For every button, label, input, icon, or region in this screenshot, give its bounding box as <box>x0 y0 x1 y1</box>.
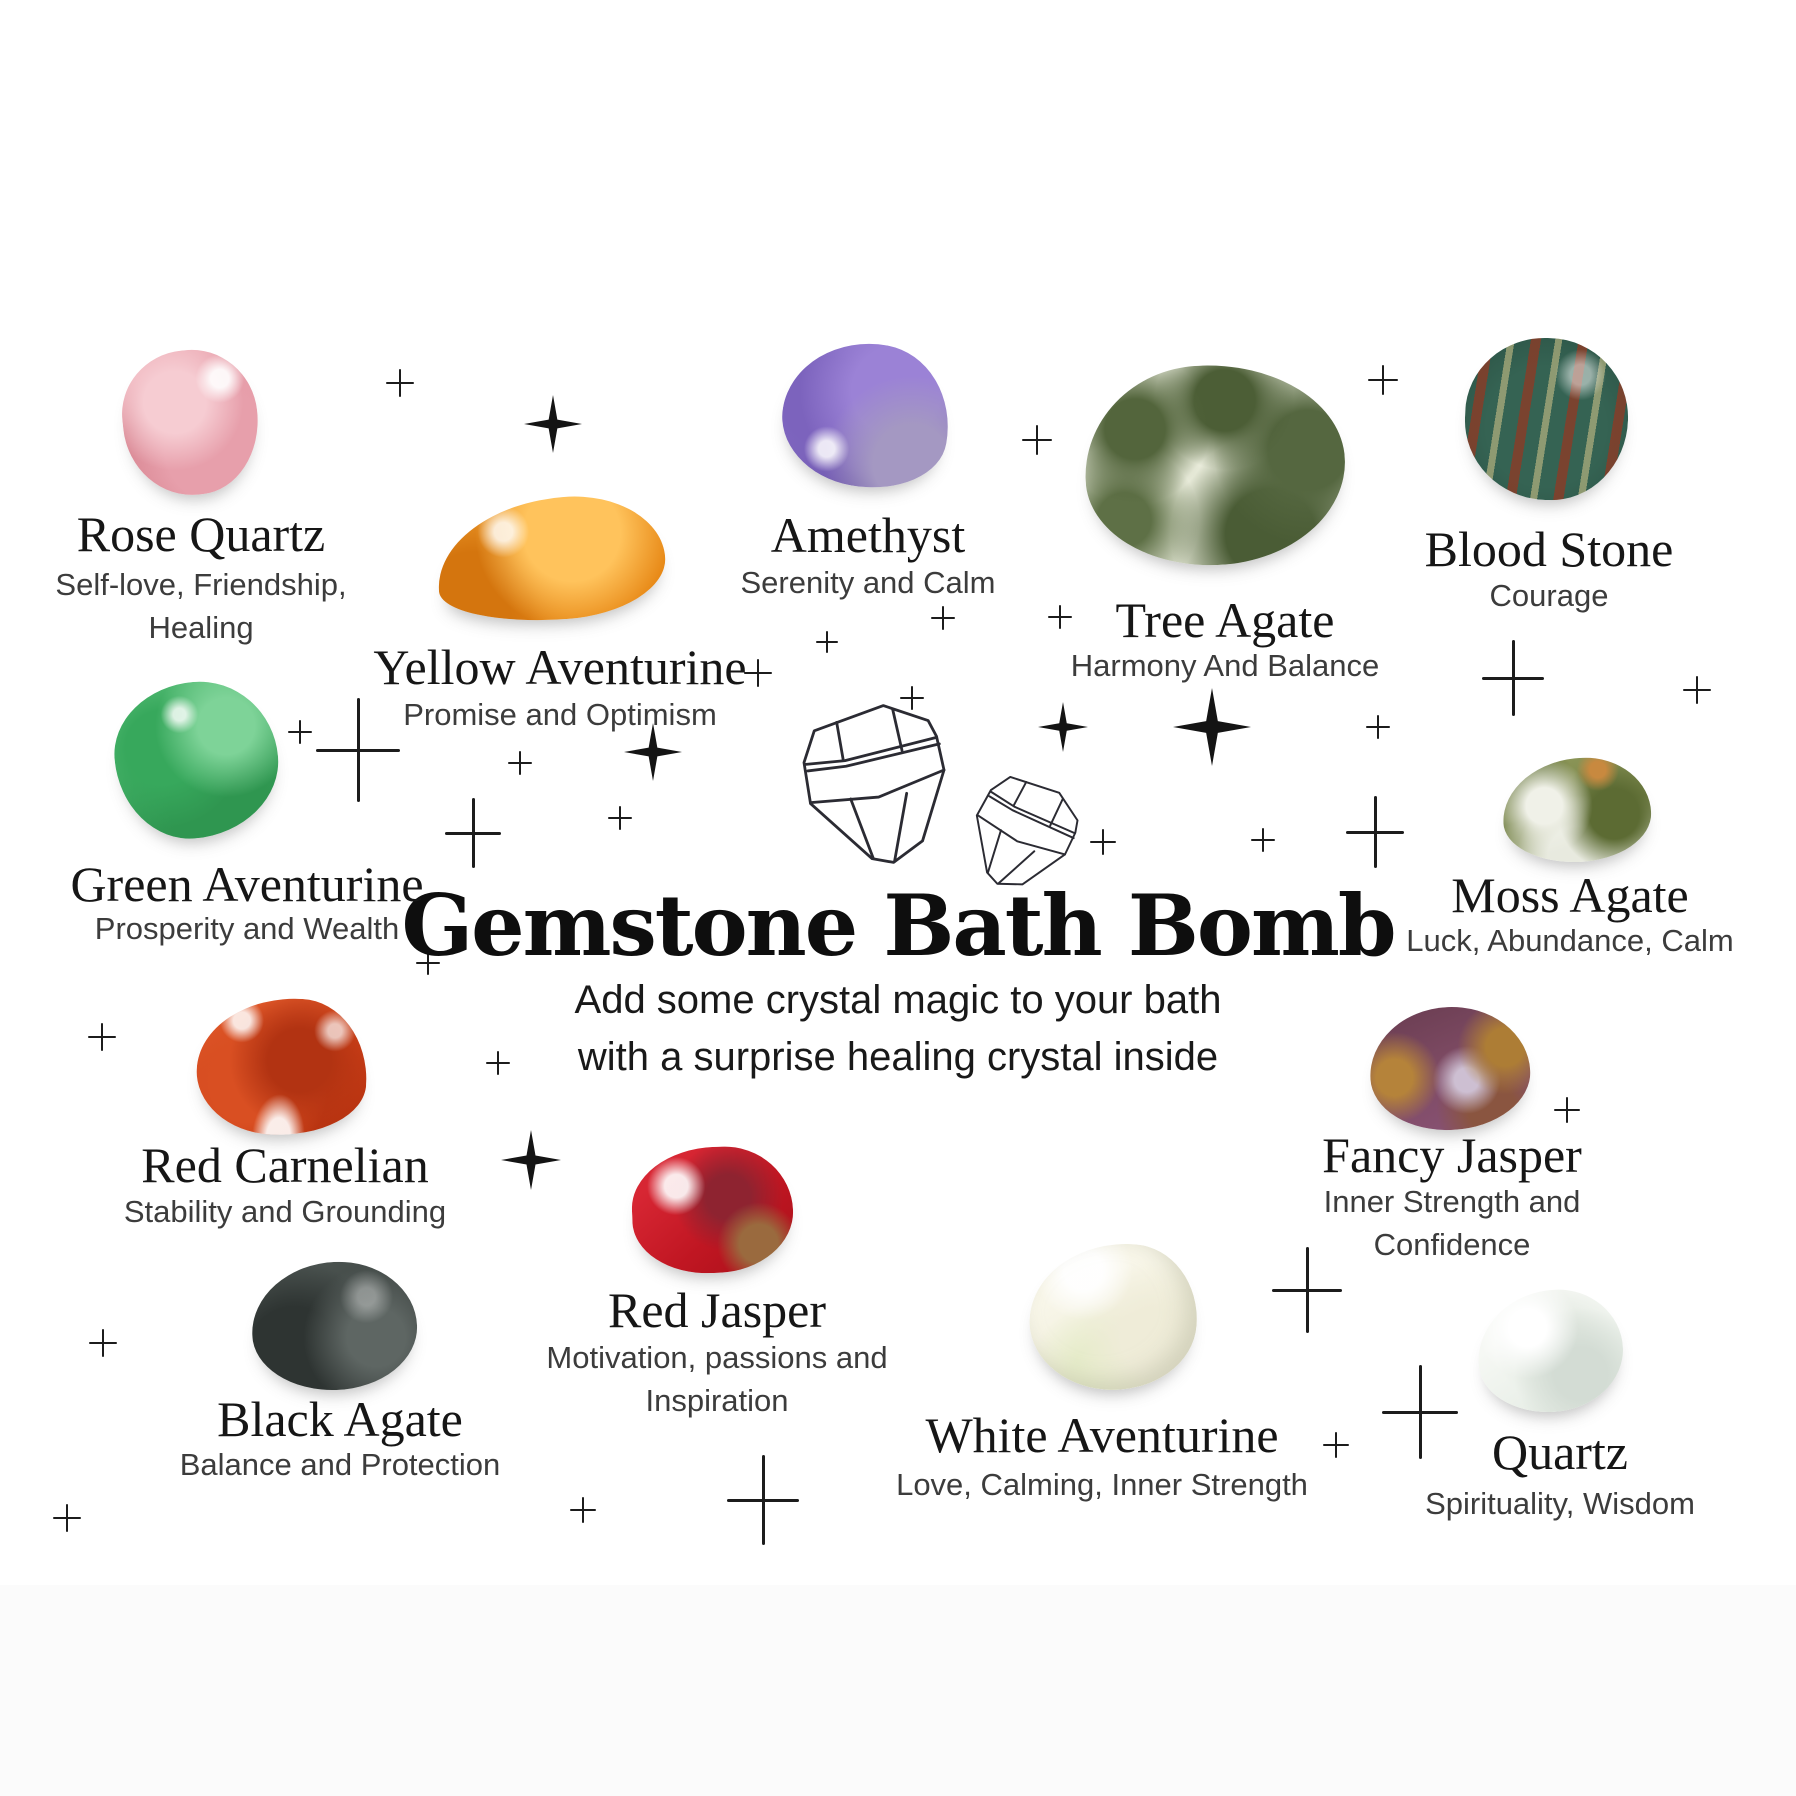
gemstone-properties-line: Inspiration <box>645 1382 789 1418</box>
poster-subtitle: Add some crystal magic to your bath with… <box>0 972 1796 1086</box>
gemstone-properties-line: Harmony And Balance <box>1070 648 1380 683</box>
gemstone-properties: Luck, Abundance, Calm <box>1370 920 1770 963</box>
rose-quartz-stone-photo <box>115 343 266 502</box>
gemstone-name: Quartz <box>1491 1424 1629 1480</box>
red-jasper-stone-photo <box>629 1144 796 1276</box>
gemstone-properties: Prosperity and Wealth <box>47 908 447 951</box>
gemstone-name: Black Agate <box>217 1391 463 1447</box>
gemstone-properties-line: Serenity and Calm <box>740 565 996 600</box>
plus-sparkle-icon <box>385 368 415 398</box>
plus-sparkle-icon <box>727 1455 799 1545</box>
gemstone-name: Fancy Jasper <box>1322 1127 1582 1183</box>
plus-sparkle-icon <box>1047 604 1073 630</box>
faceted-gem-outline-icon <box>975 775 1079 886</box>
gemstone-properties: Spirituality, Wisdom <box>1390 1483 1730 1526</box>
plus-sparkle-icon <box>1382 1364 1458 1460</box>
plus-sparkle-icon <box>1346 796 1404 868</box>
star-sparkle-icon <box>501 1130 561 1190</box>
footer-tint-band <box>0 1585 1796 1796</box>
plus-sparkle-icon <box>88 1328 118 1358</box>
star-sparkle-icon <box>1173 688 1251 766</box>
black-agate-stone-photo <box>249 1259 420 1393</box>
gemstone-properties: Harmony And Balance <box>1025 645 1425 688</box>
plus-sparkle-icon <box>1272 1246 1342 1334</box>
plus-sparkle-icon <box>1365 714 1391 740</box>
gemstone-properties: Serenity and Calm <box>718 562 1018 605</box>
yellow-aventurine-stone-photo <box>433 490 669 628</box>
gemstone-name: Red Jasper <box>608 1282 826 1338</box>
plus-sparkle-icon <box>287 719 313 745</box>
gemstone-name: White Aventurine <box>925 1407 1279 1463</box>
plus-sparkle-icon <box>1089 828 1117 856</box>
tree-agate-stone-photo <box>1079 358 1351 572</box>
plus-sparkle-icon <box>485 1050 511 1076</box>
gemstone-properties: Courage <box>1384 575 1714 618</box>
gemstone-properties-line: Prosperity and Wealth <box>94 911 400 946</box>
plus-sparkle-icon <box>1482 639 1544 717</box>
poster-subtitle-line: Add some crystal magic to your bath <box>574 978 1222 1022</box>
gemstone-properties-line: Stability and Grounding <box>123 1194 447 1229</box>
gemstone-properties-line: Courage <box>1489 578 1609 613</box>
gemstone-properties: Motivation, passions and Inspiration <box>517 1337 917 1423</box>
gemstone-properties-line: Self-love, Friendship, <box>55 567 347 602</box>
gemstone-properties: Balance and Protection <box>150 1444 530 1487</box>
plus-sparkle-icon <box>507 750 533 776</box>
plus-sparkle-icon <box>899 685 925 711</box>
plus-sparkle-icon <box>1322 1431 1350 1459</box>
plus-sparkle-icon <box>1021 424 1053 456</box>
gemstone-name: Moss Agate <box>1451 867 1689 923</box>
gemstone-properties-line: Luck, Abundance, Calm <box>1406 923 1734 958</box>
star-sparkle-icon <box>1038 702 1088 752</box>
gemstone-name: Red Carnelian <box>141 1137 429 1193</box>
white-aventurine-stone-photo <box>1025 1237 1202 1396</box>
plus-sparkle-icon <box>1553 1096 1581 1124</box>
green-aventurine-stone-photo <box>108 675 285 845</box>
gemstone-properties: Promise and Optimism <box>370 694 750 737</box>
plus-sparkle-icon <box>87 1022 117 1052</box>
gemstone-properties-line: Promise and Optimism <box>403 697 717 732</box>
gemstone-properties-line: Healing <box>148 609 254 645</box>
plus-sparkle-icon <box>743 658 773 688</box>
poster-subtitle-line: with a surprise healing crystal inside <box>577 1035 1219 1079</box>
gemstone-properties: Stability and Grounding <box>95 1191 475 1234</box>
quartz-stone-photo <box>1474 1286 1627 1416</box>
plus-sparkle-icon <box>569 1496 597 1524</box>
plus-sparkle-icon <box>445 798 501 868</box>
moss-agate-stone-photo <box>1501 755 1653 865</box>
plus-sparkle-icon <box>1682 675 1712 705</box>
gemstone-properties-line: Love, Calming, Inner Strength <box>896 1467 1308 1502</box>
faceted-gem-outline-icon <box>802 704 946 864</box>
amethyst-stone-photo <box>771 329 962 501</box>
gemstone-properties-line: Motivation, passions and <box>546 1340 888 1375</box>
plus-sparkle-icon <box>316 697 400 803</box>
gemstone-properties: Inner Strength and Confidence <box>1302 1181 1602 1267</box>
poster-title: Gemstone Bath Bomb <box>401 876 1396 975</box>
gemstone-properties: Self-love, Friendship, Healing <box>36 564 366 650</box>
gemstone-name: Yellow Aventurine <box>373 639 747 695</box>
gemstone-name: Blood Stone <box>1424 521 1674 577</box>
star-sparkle-icon <box>524 395 582 453</box>
gemstone-name: Rose Quartz <box>76 506 326 562</box>
plus-sparkle-icon <box>930 605 956 631</box>
plus-sparkle-icon <box>415 950 441 976</box>
plus-sparkle-icon <box>815 630 839 654</box>
gemstone-properties-line: Confidence <box>1373 1226 1531 1262</box>
plus-sparkle-icon <box>1367 364 1399 396</box>
gemstone-name: Amethyst <box>770 507 966 563</box>
gemstone-name: Green Aventurine <box>70 856 424 912</box>
gemstone-properties-line: Spirituality, Wisdom <box>1425 1486 1695 1521</box>
gemstone-properties: Love, Calming, Inner Strength <box>872 1464 1332 1507</box>
gemstone-name: Tree Agate <box>1115 592 1335 648</box>
plus-sparkle-icon <box>607 805 633 831</box>
plus-sparkle-icon <box>52 1503 82 1533</box>
gemstone-properties-line: Balance and Protection <box>179 1447 501 1482</box>
blood-stone-stone-photo <box>1462 335 1631 503</box>
gemstone-properties-line: Inner Strength and <box>1323 1184 1581 1219</box>
plus-sparkle-icon <box>1250 827 1276 853</box>
